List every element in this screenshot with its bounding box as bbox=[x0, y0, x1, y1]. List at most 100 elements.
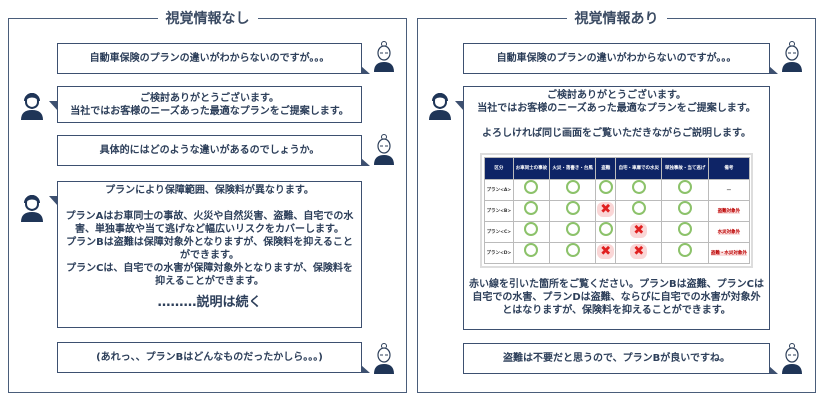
note-text: 盗難対象外 bbox=[717, 208, 741, 214]
covered-circle-icon bbox=[565, 180, 580, 194]
coverage-cell bbox=[512, 221, 550, 243]
coverage-cell bbox=[548, 221, 597, 243]
panel-with-visual: 視覚情報あり bbox=[417, 11, 816, 393]
agent-icon bbox=[20, 190, 44, 222]
customer-bubble: 盗難は不要だと思うので、プランBが良いですね。 bbox=[463, 343, 778, 374]
plan-comparison-table: 区分お車同士の事故火災・落書き・台風盗難自宅・車庫での水災単独事故・当て逃げ備考… bbox=[480, 153, 753, 268]
plan-name: プラン<C> bbox=[484, 221, 514, 243]
covered-circle-icon bbox=[631, 201, 646, 215]
customer-icon bbox=[780, 40, 804, 72]
message-text: プランCは、自宅での水害が保障対象外となりますが、保険料を抑えることができます。 bbox=[66, 263, 353, 287]
covered-circle-icon bbox=[565, 201, 580, 215]
column-header: 盗難 bbox=[595, 157, 617, 180]
covered-circle-icon bbox=[524, 222, 539, 236]
not-covered-cross-icon: ✖ bbox=[630, 223, 648, 238]
message-text: プランにより保障範囲、保険料が異なります。 bbox=[105, 185, 314, 196]
message-text: 当社ではお客様のニーズあった最適なプランをご提案します。 bbox=[477, 103, 756, 114]
covered-circle-icon bbox=[524, 243, 539, 257]
coverage-cell bbox=[595, 179, 617, 201]
message-text: プランAはお車同士の事故、火災や自然災害、盗難、自宅での水害、単独事故や当て逃げ… bbox=[65, 211, 354, 235]
plan-name: プラン<A> bbox=[484, 179, 514, 201]
customer-icon bbox=[372, 342, 396, 374]
message-text: 盗難は不要だと思うので、プランBが良いですね。 bbox=[503, 353, 730, 364]
column-header: 自宅・車庫での水災 bbox=[615, 157, 663, 180]
coverage-cell bbox=[615, 200, 663, 222]
coverage-cell bbox=[548, 179, 597, 201]
customer-bubble: (あれっ、、プランBはどんなものだったかしら。。。) bbox=[57, 342, 370, 373]
customer-icon bbox=[372, 133, 396, 165]
customer-icon bbox=[780, 342, 804, 374]
agent-icon bbox=[428, 88, 452, 120]
plan-note: 水災対象外 bbox=[707, 221, 751, 243]
plan-note: 盗難対象外 bbox=[707, 200, 751, 222]
coverage-cell: ✖ bbox=[615, 221, 663, 243]
covered-circle-icon bbox=[524, 180, 539, 194]
coverage-cell bbox=[512, 179, 550, 201]
column-header: 火災・落書き・台風 bbox=[548, 157, 597, 180]
panel-no-visual: 視覚情報なし bbox=[8, 11, 407, 393]
not-covered-cross-icon: ✖ bbox=[597, 202, 615, 217]
continued-text: ………説明は続く bbox=[157, 295, 262, 310]
customer-bubble: 具体的にはどのような違いがあるのでしょうか。 bbox=[57, 135, 370, 166]
column-header: 備考 bbox=[707, 157, 751, 180]
coverage-cell: ✖ bbox=[595, 200, 617, 222]
plan-name: プラン<D> bbox=[484, 242, 514, 264]
coverage-cell: ✖ bbox=[595, 242, 617, 264]
coverage-cell bbox=[512, 200, 550, 222]
note-text: — bbox=[726, 187, 732, 193]
customer-bubble: 自動車保険のプランの違いがわからないのですが。。。 bbox=[463, 43, 778, 74]
note-text: 盗難・水災対象外 bbox=[710, 250, 747, 256]
not-covered-cross-icon: ✖ bbox=[630, 244, 648, 259]
covered-circle-icon bbox=[565, 243, 580, 257]
panel-title: 視覚情報あり bbox=[566, 11, 667, 27]
table-row: プラン<D> ✖ ✖ 盗難・水災対象外 bbox=[484, 242, 751, 264]
coverage-cell bbox=[548, 200, 597, 222]
covered-circle-icon bbox=[565, 222, 580, 236]
panel-title: 視覚情報なし bbox=[157, 11, 258, 27]
message-text: 当社ではお客様のニーズあった最適なプランをご提案します。 bbox=[70, 105, 349, 117]
agent-icon bbox=[20, 88, 44, 120]
column-header: お車同士の事故 bbox=[512, 157, 550, 180]
covered-circle-icon bbox=[524, 201, 539, 215]
message-text: よろしければ同じ画面をご覧いただきながらご説明します。 bbox=[482, 128, 751, 139]
covered-circle-icon bbox=[678, 243, 693, 257]
message-text: ご検討ありがとうございます。 bbox=[140, 92, 279, 104]
customer-icon bbox=[372, 40, 396, 72]
customer-bubble: 自動車保険のプランの違いがわからないのですが。。。 bbox=[57, 43, 370, 74]
coverage-cell bbox=[661, 200, 709, 222]
coverage-cell bbox=[548, 242, 597, 264]
covered-circle-icon bbox=[678, 222, 693, 236]
covered-circle-icon bbox=[598, 180, 613, 194]
covered-circle-icon bbox=[631, 180, 646, 194]
coverage-cell bbox=[661, 179, 709, 201]
message-text: 自動車保険のプランの違いがわからないのですが。。。 bbox=[496, 53, 737, 64]
message-text: 自動車保険のプランの違いがわからないのですが。。。 bbox=[89, 53, 330, 64]
message-text: 赤い線を引いた箇所をご覧ください。プランBは盗難、プランCは自宅での水害、プラン… bbox=[469, 279, 764, 316]
message-text: (あれっ、、プランBはどんなものだったかしら。。。) bbox=[96, 352, 323, 363]
table-row: プラン<C> ✖ 水災対象外 bbox=[484, 221, 751, 243]
covered-circle-icon bbox=[678, 180, 693, 194]
not-covered-cross-icon: ✖ bbox=[597, 244, 615, 259]
table-row: プラン<A> — bbox=[484, 179, 751, 201]
coverage-cell bbox=[595, 221, 617, 243]
covered-circle-icon bbox=[678, 201, 693, 215]
column-header: 単独事故・当て逃げ bbox=[661, 157, 709, 180]
plan-name: プラン<B> bbox=[484, 200, 514, 222]
coverage-cell bbox=[661, 221, 709, 243]
agent-bubble: プランにより保障範囲、保険料が異なります。 プランAはお車同士の事故、火災や自然… bbox=[49, 181, 362, 328]
message-text: 具体的にはどのような違いがあるのでしょうか。 bbox=[99, 145, 320, 156]
table-row: プラン<B> ✖ 盗難対象外 bbox=[484, 200, 751, 222]
coverage-cell bbox=[661, 242, 709, 264]
agent-bubble: ご検討ありがとうございます。当社ではお客様のニーズあった最適なプランをご提案しま… bbox=[49, 86, 362, 123]
coverage-cell bbox=[615, 179, 663, 201]
note-text: 水災対象外 bbox=[717, 229, 741, 235]
message-text: ご検討ありがとうございます。 bbox=[547, 90, 686, 101]
plan-note: — bbox=[707, 179, 751, 201]
covered-circle-icon bbox=[598, 222, 613, 236]
column-header: 区分 bbox=[484, 157, 514, 180]
plan-note: 盗難・水災対象外 bbox=[707, 242, 751, 264]
coverage-cell: ✖ bbox=[615, 242, 663, 264]
agent-bubble: ご検討ありがとうございます。 当社ではお客様のニーズあった最適なプランをご提案し… bbox=[455, 86, 770, 330]
message-text: プランBは盗難は保障対象外となりますが、保険料を抑えることができます。 bbox=[66, 237, 353, 261]
coverage-cell bbox=[512, 242, 550, 264]
